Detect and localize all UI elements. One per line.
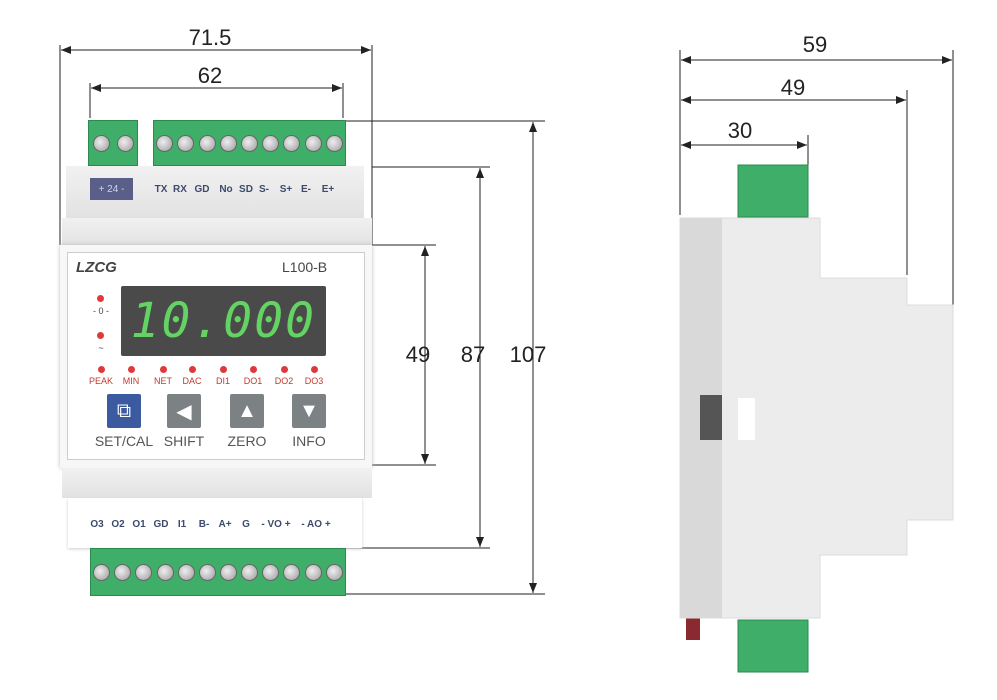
terminal-screw-icon <box>219 134 237 152</box>
indicator-led-label: DO1 <box>243 376 263 386</box>
indicator-led-label: DAC <box>182 376 202 386</box>
top-terminal-label: SD <box>239 184 253 195</box>
terminal-screw-icon <box>283 563 301 581</box>
indicator-led-label: NET <box>154 376 172 386</box>
side-led-label: - 0 - <box>92 306 110 316</box>
indicator-led-label: PEAK <box>88 376 114 386</box>
terminal-screw-icon <box>156 563 174 581</box>
top-terminal-label: RX <box>173 184 187 195</box>
indicator-led-label: DI1 <box>215 376 231 386</box>
upper-housing <box>62 218 372 245</box>
dimension-total-height: 107 <box>509 342 547 367</box>
top-terminal-label: TX <box>154 184 168 195</box>
top-terminal-label: S+ <box>279 184 293 195</box>
top-terminal-label: No <box>219 184 233 195</box>
terminal-screw-icon <box>240 134 258 152</box>
bottom-terminal-label: I1 <box>177 519 187 530</box>
bottom-terminal-label: O2 <box>111 519 125 530</box>
terminal-screw-icon <box>177 134 195 152</box>
brand-logo: LZCG <box>76 259 117 276</box>
zero-button[interactable]: ▲ <box>230 394 264 428</box>
arrow-left-icon: ◀ <box>176 400 192 423</box>
bottom-terminal-block <box>90 548 346 596</box>
terminal-screw-icon <box>304 563 322 581</box>
status-led <box>97 295 104 302</box>
terminal-screw-icon <box>304 134 322 152</box>
terminal-screw-icon <box>220 563 238 581</box>
indicator-led <box>311 366 318 373</box>
dimension-total-depth: 59 <box>802 32 828 57</box>
info-button[interactable]: ▼ <box>292 394 326 428</box>
indicator-led <box>220 366 227 373</box>
indicator-led <box>281 366 288 373</box>
terminal-screw-icon <box>177 563 195 581</box>
set-cal-button[interactable]: ⧉ <box>107 394 141 428</box>
dimension-total-width: 71.5 <box>188 25 232 50</box>
bottom-terminal-label: A+ <box>218 519 232 530</box>
arrow-down-icon: ▼ <box>299 399 319 422</box>
dimension-face-height: 49 <box>405 342 431 367</box>
terminal-screw-icon <box>135 563 153 581</box>
indicator-led <box>189 366 196 373</box>
terminal-screw-icon <box>241 563 259 581</box>
status-led <box>97 332 104 339</box>
top-terminal-label: S- <box>259 184 269 195</box>
terminal-screw-icon <box>325 134 343 152</box>
terminal-screw-icon <box>198 563 216 581</box>
terminal-screw-icon <box>283 134 301 152</box>
terminal-screw-icon <box>93 563 111 581</box>
bottom-terminal-label: O3 <box>90 519 104 530</box>
bottom-terminal-label: GD <box>153 519 169 530</box>
terminal-screw-icon <box>114 563 132 581</box>
side-led-label: ~ <box>98 343 104 353</box>
button-label: SET/CAL <box>94 433 154 449</box>
top-terminal-block-power <box>88 120 138 166</box>
terminal-screw-icon <box>325 563 343 581</box>
dimension-rail-width: 62 <box>197 63 223 88</box>
terminal-screw-icon <box>156 134 174 152</box>
top-terminal-label: E+ <box>321 184 335 195</box>
shift-button[interactable]: ◀ <box>167 394 201 428</box>
terminal-screw-icon <box>92 134 110 152</box>
dimension-terminal-depth: 30 <box>727 118 753 143</box>
bottom-label-strip: O3 O2 O1 GD I1 B- A+ G - VO + - AO + <box>68 498 362 548</box>
button-label: SHIFT <box>163 433 205 449</box>
indicator-led-label: DO3 <box>304 376 324 386</box>
bottom-terminal-label: B- <box>198 519 210 530</box>
button-label: INFO <box>292 433 326 449</box>
indicator-led <box>98 366 105 373</box>
top-terminal-block-signal <box>153 120 346 166</box>
led-display: 10.000 <box>121 286 326 356</box>
side-view-body <box>679 164 954 673</box>
top-terminal-label: GD <box>194 184 210 195</box>
terminal-screw-icon <box>116 134 134 152</box>
terminal-screw-icon <box>262 134 280 152</box>
indicator-led-label: MIN <box>122 376 140 386</box>
lower-housing <box>62 468 372 498</box>
copy-icon: ⧉ <box>116 399 132 422</box>
indicator-led-label: DO2 <box>274 376 294 386</box>
arrow-up-icon: ▲ <box>237 399 257 422</box>
terminal-screw-icon <box>262 563 280 581</box>
indicator-led <box>250 366 257 373</box>
model-label: L100-B <box>282 259 328 275</box>
display-value: 10.000 <box>130 293 316 349</box>
top-label-strip: + 24 - TX RX GD No SD S- S+ E- E+ <box>66 166 364 218</box>
front-panel: LZCG L100-B 10.000 - 0 - ~ PEAK MIN NET DAC DI… <box>60 245 372 468</box>
bottom-terminal-label: - AO + <box>301 519 331 530</box>
bottom-terminal-label: - VO + <box>261 519 291 530</box>
indicator-led <box>160 366 167 373</box>
dimension-mid-depth: 49 <box>780 75 806 100</box>
indicator-led <box>128 366 135 373</box>
button-label: ZERO <box>227 433 267 449</box>
bottom-terminal-label: G <box>242 519 250 530</box>
power-label: + 24 - <box>90 178 133 200</box>
top-terminal-label: E- <box>301 184 311 195</box>
dimension-body-height: 87 <box>460 342 486 367</box>
terminal-screw-icon <box>198 134 216 152</box>
bottom-terminal-label: O1 <box>132 519 146 530</box>
